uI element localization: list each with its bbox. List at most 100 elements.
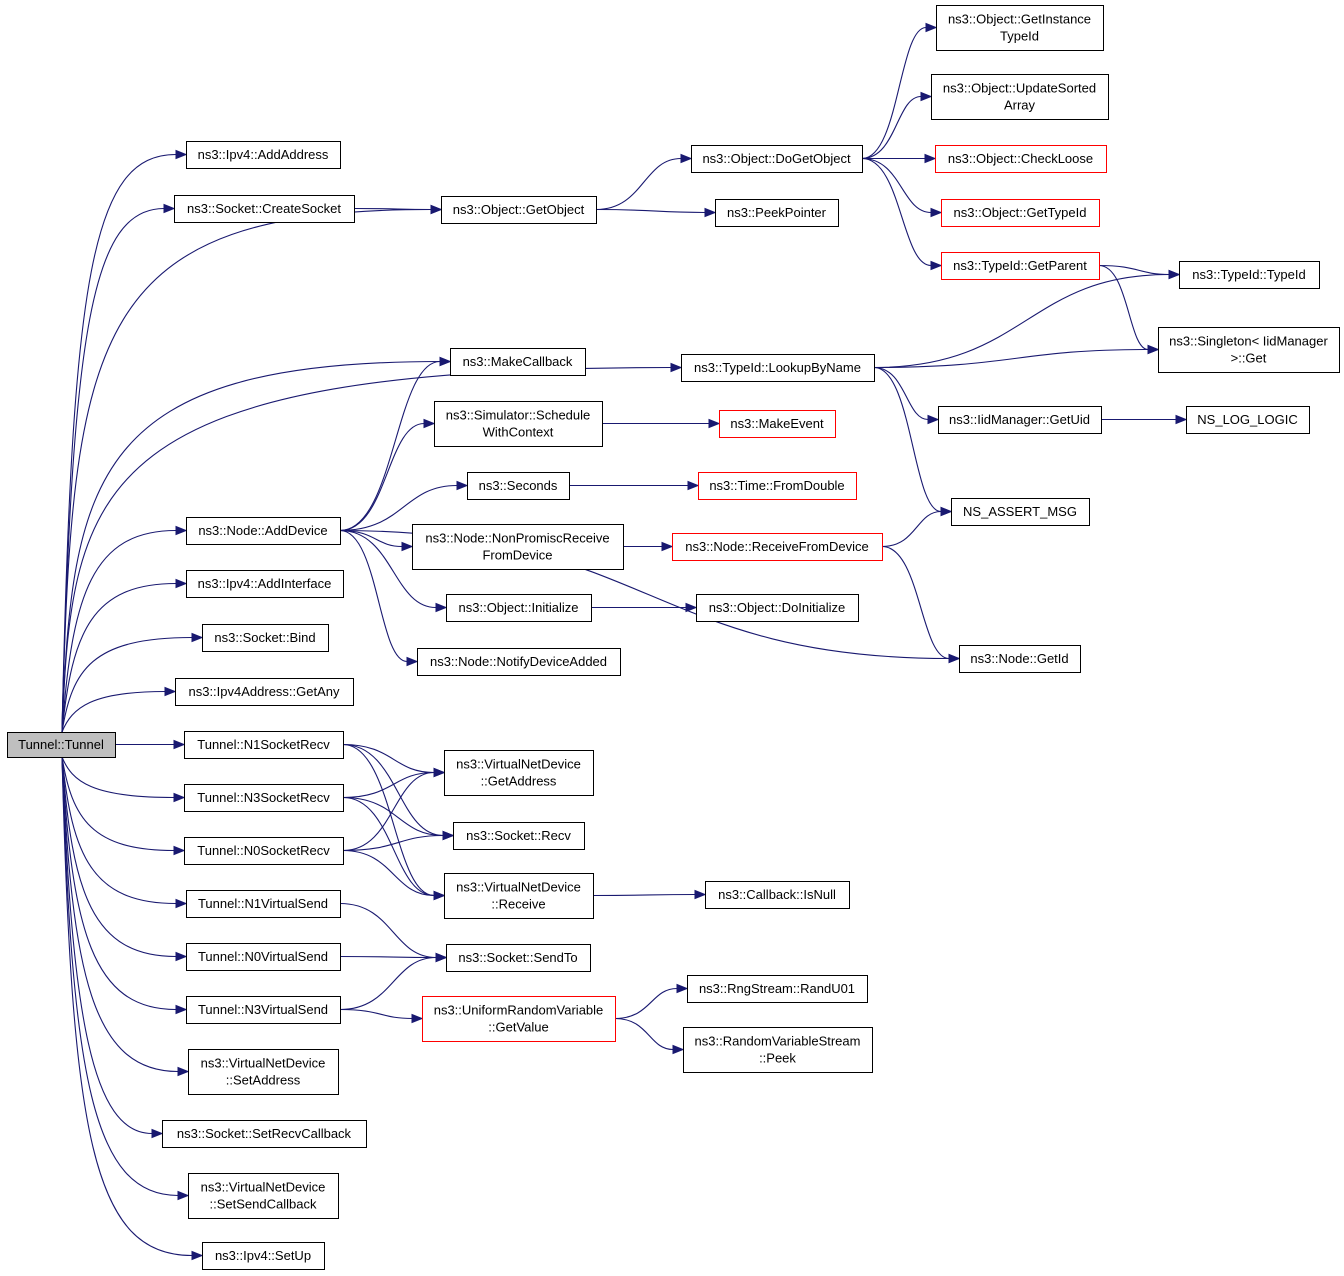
node-node-adddevice[interactable]: ns3::Node::AddDevice bbox=[186, 517, 341, 545]
node-n3virtualsend[interactable]: Tunnel::N3VirtualSend bbox=[186, 996, 341, 1024]
node-singleton-get[interactable]: ns3::Singleton< IidManager>::Get bbox=[1158, 327, 1340, 373]
node-box bbox=[202, 624, 329, 652]
edge-line bbox=[861, 26, 927, 160]
node-n0virtualsend[interactable]: Tunnel::N0VirtualSend bbox=[186, 943, 341, 971]
node-makeevent[interactable]: ns3::MakeEvent bbox=[719, 410, 836, 438]
edge-line bbox=[861, 157, 932, 214]
node-n1virtualsend[interactable]: Tunnel::N1VirtualSend bbox=[186, 890, 341, 918]
node-iidmanager-getuid[interactable]: ns3::IidManager::GetUid bbox=[938, 406, 1102, 434]
node-label: ns3::Ipv4Address::GetAny bbox=[188, 684, 340, 699]
node-label: ns3::TypeId::LookupByName bbox=[694, 360, 861, 375]
edge-line bbox=[339, 484, 458, 532]
node-label: ns3::Object::GetObject bbox=[453, 202, 585, 217]
edge-line bbox=[61, 690, 166, 733]
edge-line bbox=[339, 956, 437, 1011]
node-ipv4-addinterface[interactable]: ns3::Ipv4::AddInterface bbox=[186, 570, 344, 598]
node-time-fromdouble[interactable]: ns3::Time::FromDouble bbox=[698, 472, 857, 500]
edge-arrowhead bbox=[175, 951, 188, 962]
node-label: ns3::Ipv4::AddAddress bbox=[198, 147, 329, 162]
edge-n0socketrecv-to-vnd-receive bbox=[342, 849, 446, 901]
node-label: ns3::Ipv4::SetUp bbox=[215, 1248, 311, 1263]
edge-object-initialize-to-object-doinitialize bbox=[591, 602, 698, 613]
edge-object-dogetobject-to-object-updatesortedarray bbox=[861, 91, 933, 160]
node-vnd-getaddress[interactable]: ns3::VirtualNetDevice::GetAddress bbox=[444, 750, 594, 796]
node-socket-bind[interactable]: ns3::Socket::Bind bbox=[202, 624, 329, 652]
node-vnd-receive[interactable]: ns3::VirtualNetDevice::Receive bbox=[444, 873, 594, 919]
node-n1socketrecv[interactable]: Tunnel::N1SocketRecv bbox=[184, 731, 344, 759]
edge-line bbox=[339, 422, 425, 532]
edge-arrowhead bbox=[1168, 269, 1181, 280]
node-box bbox=[696, 594, 859, 622]
node-label: Tunnel::N0SocketRecv bbox=[197, 843, 330, 858]
node-box bbox=[450, 348, 586, 376]
node-object-dogetobject[interactable]: ns3::Object::DoGetObject bbox=[691, 145, 863, 173]
node-seconds[interactable]: ns3::Seconds bbox=[467, 472, 570, 500]
node-node-getid[interactable]: ns3::Node::GetId bbox=[959, 645, 1081, 673]
node-socket-recv[interactable]: ns3::Socket::Recv bbox=[453, 822, 585, 850]
node-ns-assert-msg[interactable]: NS_ASSERT_MSG bbox=[951, 498, 1090, 526]
node-socket-sendto[interactable]: ns3::Socket::SendTo bbox=[446, 944, 591, 972]
node-vnd-setsendcallback[interactable]: ns3::VirtualNetDevice::SetSendCallback bbox=[188, 1173, 339, 1219]
node-box bbox=[174, 195, 355, 223]
edge-n1socketrecv-to-socket-recv bbox=[342, 743, 455, 841]
edge-arrowhead bbox=[925, 22, 938, 33]
node-label: ns3::TypeId::GetParent bbox=[953, 258, 1087, 273]
node-box bbox=[931, 74, 1109, 120]
node-object-initialize[interactable]: ns3::Object::Initialize bbox=[446, 594, 592, 622]
edge-n0socketrecv-to-socket-recv bbox=[342, 830, 455, 852]
edge-typeid-lookupbyname-to-ns-assert-msg bbox=[873, 366, 953, 517]
node-ipv4-addaddress[interactable]: ns3::Ipv4::AddAddress bbox=[186, 141, 341, 169]
edge-root-to-ipv4-addinterface bbox=[61, 578, 188, 733]
node-label: ::SetSendCallback bbox=[210, 1197, 317, 1212]
node-ns-log-logic[interactable]: NS_LOG_LOGIC bbox=[1186, 406, 1310, 434]
node-node-notifydeviceadded[interactable]: ns3::Node::NotifyDeviceAdded bbox=[417, 648, 621, 676]
node-peekpointer[interactable]: ns3::PeekPointer bbox=[715, 199, 839, 227]
node-n3socketrecv[interactable]: Tunnel::N3SocketRecv bbox=[184, 784, 344, 812]
edge-arrowhead bbox=[948, 653, 961, 664]
node-typeid-lookupbyname[interactable]: ns3::TypeId::LookupByName bbox=[681, 354, 875, 382]
node-label: ns3::Socket::Recv bbox=[466, 828, 571, 843]
node-typeid-typeid[interactable]: ns3::TypeId::TypeId bbox=[1179, 261, 1320, 289]
node-n0socketrecv[interactable]: Tunnel::N0SocketRecv bbox=[184, 837, 344, 865]
edge-arrowhead bbox=[456, 480, 469, 491]
edge-arrowhead bbox=[1147, 344, 1160, 355]
node-typeid-getparent[interactable]: ns3::TypeId::GetParent bbox=[941, 252, 1100, 280]
edge-typeid-getparent-to-singleton-get bbox=[1098, 264, 1160, 355]
node-object-getobject[interactable]: ns3::Object::GetObject bbox=[441, 196, 597, 224]
edge-line bbox=[61, 756, 175, 852]
node-object-checkloose[interactable]: ns3::Object::CheckLoose bbox=[935, 145, 1107, 173]
node-socket-setrecvcallback[interactable]: ns3::Socket::SetRecvCallback bbox=[162, 1120, 367, 1148]
edge-line bbox=[61, 636, 193, 733]
node-callback-isnull[interactable]: ns3::Callback::IsNull bbox=[705, 881, 850, 909]
node-vnd-setaddress[interactable]: ns3::VirtualNetDevice::SetAddress bbox=[188, 1049, 339, 1095]
node-object-gettypeid[interactable]: ns3::Object::GetTypeId bbox=[941, 199, 1100, 227]
node-ipv4address-getany[interactable]: ns3::Ipv4Address::GetAny bbox=[175, 678, 354, 706]
edge-line bbox=[61, 756, 175, 799]
edge-node-adddevice-to-seconds bbox=[339, 480, 469, 532]
edge-root-to-n3socketrecv bbox=[61, 756, 186, 803]
edge-arrowhead bbox=[175, 525, 188, 536]
node-label: Tunnel::N1VirtualSend bbox=[198, 896, 328, 911]
node-rngstream-randu01[interactable]: ns3::RngStream::RandU01 bbox=[687, 975, 868, 1003]
node-box bbox=[202, 1242, 325, 1270]
edge-seconds-to-time-fromdouble bbox=[568, 480, 700, 491]
edge-line bbox=[61, 756, 177, 1011]
node-label: ns3::Callback::IsNull bbox=[718, 887, 836, 902]
node-box bbox=[184, 784, 344, 812]
node-box bbox=[417, 648, 621, 676]
edge-line bbox=[339, 529, 437, 609]
node-ipv4-setup[interactable]: ns3::Ipv4::SetUp bbox=[202, 1242, 325, 1270]
node-box bbox=[935, 145, 1107, 173]
node-object-doinitialize[interactable]: ns3::Object::DoInitialize bbox=[696, 594, 859, 622]
edge-typeid-lookupbyname-to-iidmanager-getuid bbox=[873, 366, 940, 425]
node-node-receivefromdevice[interactable]: ns3::Node::ReceiveFromDevice bbox=[672, 533, 883, 561]
node-makecallback[interactable]: ns3::MakeCallback bbox=[450, 348, 586, 376]
node-socket-createsocket[interactable]: ns3::Socket::CreateSocket bbox=[174, 195, 355, 223]
node-rvs-peek[interactable]: ns3::RandomVariableStream::Peek bbox=[683, 1027, 873, 1073]
node-urv-getvalue[interactable]: ns3::UniformRandomVariable::GetValue bbox=[422, 996, 616, 1042]
node-root[interactable]: Tunnel::Tunnel bbox=[7, 732, 116, 758]
